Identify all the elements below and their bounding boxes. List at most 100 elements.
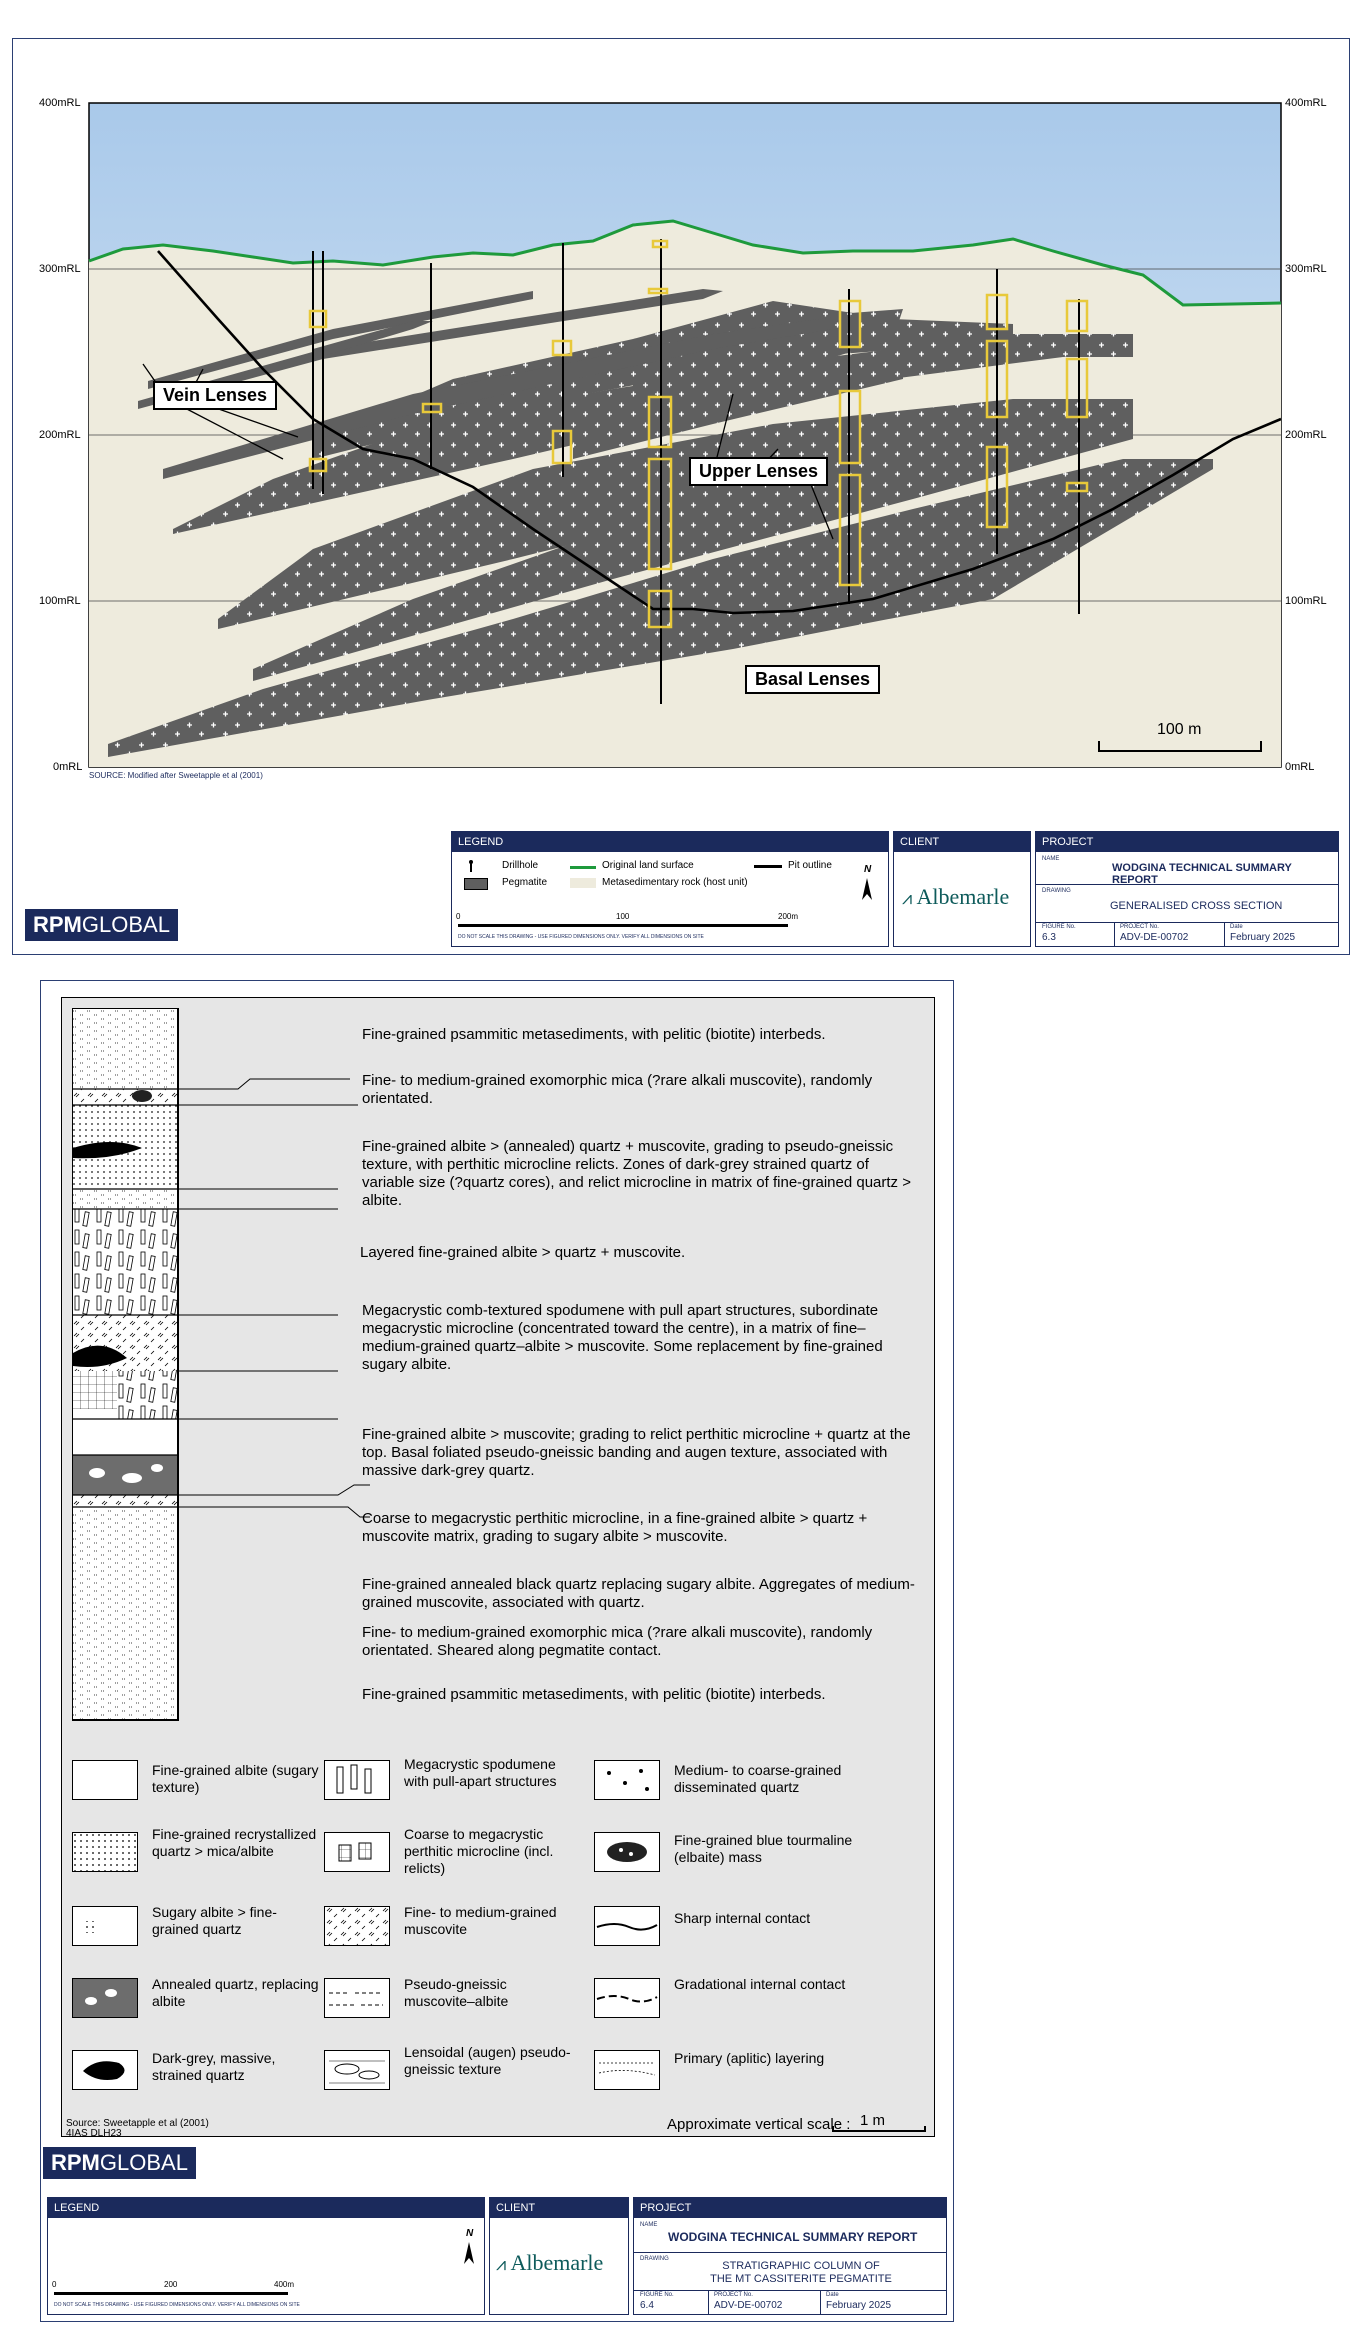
key-sharp: Sharp internal contact (674, 1910, 811, 1926)
meta-swatch (570, 878, 596, 888)
strat-panel: Fine-grained psammitic metasediments, wi… (61, 997, 935, 2139)
figure-number: 6.3 (1042, 932, 1056, 943)
key-layering: Primary (aplitic) layering (674, 2050, 825, 2066)
date-caption-2: Date (826, 2292, 839, 2298)
client-title-2: CLIENT (490, 2198, 628, 2218)
key-swatch-recrystallized (72, 1832, 138, 1872)
legend-panel: LEGEND Drillhole Pegmatite Original land… (451, 831, 889, 947)
drawing-line1: STRATIGRAPHIC COLUMN OF (722, 2260, 880, 2272)
client-panel-2: CLIENT ⩘ Albemarle (489, 2197, 629, 2315)
vertical-scale-bar (832, 2126, 926, 2132)
key-albite: Fine-grained albite (sugary texture) (152, 1762, 319, 1795)
key-swatch-quartz (594, 1760, 660, 1800)
projno-caption-2: PROJECT No. (714, 2292, 753, 2298)
strat-desc-8: Fine-grained annealed black quartz repla… (362, 1576, 915, 1611)
key-swatch-sharp (594, 1906, 660, 1946)
key-swatch-layering (594, 2050, 660, 2090)
rl-label-200: 200mRL (39, 429, 81, 441)
land-surface (88, 219, 1282, 307)
rl-label-400-right: 400mRL (1285, 97, 1327, 109)
name-caption: NAME (1042, 856, 1060, 862)
legend-scale-0: 0 (456, 912, 461, 921)
drillholes (312, 239, 1080, 704)
rl-label-0: 0mRL (53, 761, 83, 773)
legend-scale-200: 200m (778, 912, 799, 921)
key-swatch-augen (324, 2050, 390, 2090)
vertical-scale-value: 1 m (860, 2112, 886, 2129)
key-microcline: Coarse to megacrystic perthitic microcli… (404, 1826, 554, 1876)
rl-label-100: 100mRL (39, 595, 81, 607)
pit-outline (157, 250, 1282, 615)
key-sugary: Sugary albite > fine-grained quartz (152, 1904, 277, 1937)
project-panel-2: PROJECT NAME WODGINA TECHNICAL SUMMARY R… (633, 2197, 947, 2315)
rl-label-300: 300mRL (39, 263, 81, 275)
client-title: CLIENT (894, 832, 1030, 852)
client-panel: CLIENT ⩘ Albemarle (893, 831, 1031, 947)
rl-label-0-right: 0mRL (1285, 761, 1315, 773)
basal-lenses-label: Basal Lenses (745, 665, 881, 694)
figure-number-2: 6.4 (640, 2300, 654, 2311)
strat-desc-3: Fine-grained albite > (annealed) quartz … (362, 1138, 911, 1209)
pit-swatch (754, 865, 782, 868)
project-number-2: ADV-DE-00702 (714, 2300, 783, 2311)
legend-scale-200-2: 200 (164, 2280, 178, 2289)
client-logo-2: ⩘ Albemarle (496, 2250, 604, 2275)
project-panel: PROJECT NAME WODGINA TECHNICAL SUMMARY R… (1035, 831, 1339, 947)
key-quartz: Medium- to coarse-grained disseminated q… (674, 1762, 842, 1795)
key-swatch-sugary (72, 1906, 138, 1946)
key-pseudo: Pseudo-gneissic muscovite–albite (404, 1976, 509, 2009)
key-swatch-annealed (72, 1978, 138, 2018)
key-swatch-albite (72, 1760, 138, 1800)
upper-lenses-label: Upper Lenses (689, 457, 829, 486)
key-swatch-microcline (324, 1832, 390, 1872)
project-date-2: February 2025 (826, 2300, 892, 2311)
legend-panel-2: LEGEND N 0 200 400m DO NOT SCALE THIS DR… (47, 2197, 485, 2315)
legend-scale-bar-2 (54, 2292, 288, 2295)
key-swatch-darkquartz (72, 2050, 138, 2090)
drill-intercepts (308, 239, 1089, 629)
vein-lenses-label: Vein Lenses (153, 381, 278, 410)
legend-scale-0-2: 0 (52, 2280, 57, 2289)
client-name: Albemarle (916, 884, 1010, 909)
strat-desc-6: Fine-grained albite > muscovite; grading… (362, 1426, 911, 1479)
key-recrystallized: Fine-grained recrystallized quartz > mic… (152, 1826, 317, 1859)
vertical-scale-text: Approximate vertical scale : (667, 2116, 851, 2133)
project-title: PROJECT (1036, 832, 1338, 852)
rpm-logo-2: RPMGLOBAL (43, 2147, 196, 2179)
strat-column-figure: Fine-grained psammitic metasediments, wi… (40, 980, 954, 2322)
drawing-caption: DRAWING (1042, 888, 1071, 894)
key-annealed: Annealed quartz, replacing albite (152, 1976, 319, 2009)
legend-title: LEGEND (452, 832, 888, 852)
legend-scale-400-2: 400m (274, 2280, 295, 2289)
legend-scale-100: 100 (616, 912, 630, 921)
strat-desc-9: Fine- to medium-grained exomorphic mica … (362, 1624, 873, 1659)
source-note: SOURCE: Modified after Sweetapple et al … (89, 771, 263, 780)
key-muscovite: Fine- to medium-grained muscovite (404, 1904, 557, 1937)
projno-caption: PROJECT No. (1120, 924, 1159, 930)
key-augen: Lensoidal (augen) pseudo-gneissic textur… (404, 2044, 571, 2077)
project-date: February 2025 (1230, 932, 1296, 943)
project-name-2: WODGINA TECHNICAL SUMMARY REPORT (668, 2230, 918, 2244)
legend-disclaimer-2: DO NOT SCALE THIS DRAWING - USE FIGURED … (54, 2302, 300, 2308)
key-swatch-gradational (594, 1978, 660, 2018)
legend-land: Original land surface (602, 860, 694, 871)
key-swatch-tourmaline (594, 1832, 660, 1872)
rl-label-100-right: 100mRL (1285, 595, 1327, 607)
strat-desc-10: Fine-grained psammitic metasediments, wi… (362, 1686, 826, 1703)
logo-bold: RPM (33, 912, 82, 937)
rl-label-200-right: 200mRL (1285, 429, 1327, 441)
key-darkquartz: Dark-grey, massive, strained quartz (152, 2050, 276, 2083)
legend-pegmatite: Pegmatite (502, 877, 548, 888)
key-gradational: Gradational internal contact (674, 1976, 846, 1992)
rl-label-300-right: 300mRL (1285, 263, 1327, 275)
strat-desc-4: Layered fine-grained albite > quartz + m… (360, 1244, 686, 1261)
scale-bar-label: 100 m (1157, 721, 1202, 738)
key-swatch-muscovite (324, 1906, 390, 1946)
drawing-line2: THE MT CASSITERITE PEGMATITE (710, 2273, 892, 2285)
drillhole-icon (469, 860, 473, 872)
key-swatch-spodumene (324, 1760, 390, 1800)
north-label: N (864, 864, 872, 875)
strat-column (72, 1008, 370, 1721)
north-arrow-icon (862, 878, 872, 900)
legend-meta: Metasedimentary rock (host unit) (602, 877, 748, 888)
